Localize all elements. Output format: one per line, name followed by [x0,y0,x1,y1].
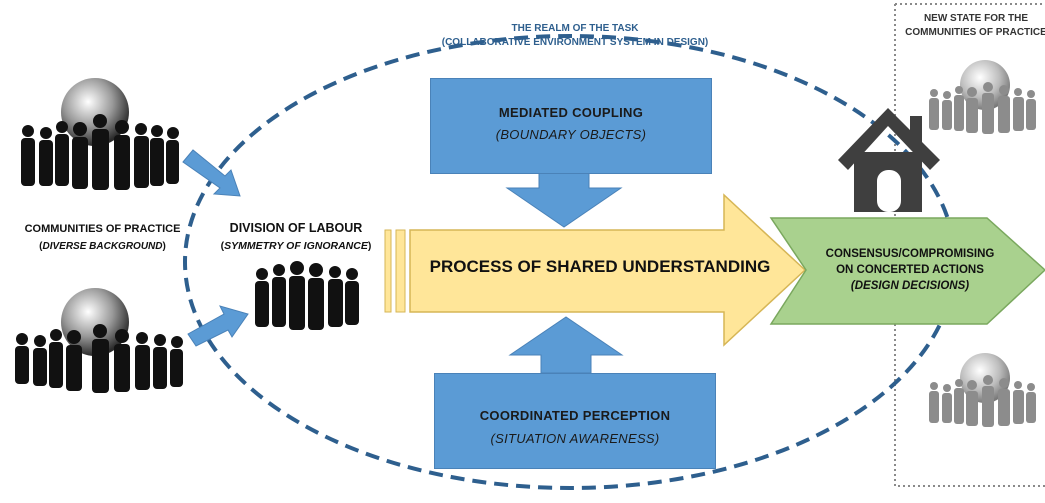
mediated-coupling-title: MEDIATED COUPLING [498,105,644,120]
people-group-icon [21,78,179,190]
people-group-icon [255,261,359,330]
realm-title-line1: THE REALM OF THE TASK [511,23,639,34]
coordinated-perception-box: COORDINATED PERCEPTION (SITUATION AWAREN… [434,373,716,469]
arrow-icon [182,149,241,197]
communities-title: COMMUNITIES OF PRACTICE [24,223,181,235]
situation-awareness-label: SITUATION AWARENESS [495,431,655,446]
mediated-coupling-box: MEDIATED COUPLING (BOUNDARY OBJECTS) [430,78,712,174]
paren-close: ) [654,431,660,446]
paren-close: ) [641,127,647,142]
new-state-line1: NEW STATE FOR THE [923,13,1029,24]
arrow-icon [505,171,623,228]
realm-title: THE REALM OF THE TASK (COLLABORATIVE ENV… [380,22,770,50]
realm-title-line2: (COLLABORATIVE ENVIRONMENT SYSTEM IN DES… [441,37,709,48]
consensus-arrow [769,217,1045,325]
people-group-icon [15,288,183,393]
arrow-icon [187,305,249,347]
coordinated-perception-title: COORDINATED PERCEPTION [479,408,671,423]
paren-open: ( [39,241,43,252]
consensus-line2: ON CONCERTED ACTIONS [836,264,984,276]
consensus-line3: (DESIGN DECISIONS) [850,280,970,292]
paren-close: ) [367,240,372,252]
diverse-background-label: DIVERSE BACKGROUND [42,241,163,252]
symmetry-of-ignorance-label: SYMMETRY OF IGNORANCE [224,240,368,252]
division-title: DIVISION OF LABOUR [229,221,363,235]
paren-open: ( [220,240,225,252]
people-group-icon [929,60,1036,134]
division-label: DIVISION OF LABOUR (SYMMETRY OF IGNORANC… [212,219,380,255]
paren-close: ) [162,241,166,252]
consensus-label: CONSENSUS/COMPROMISING ON CONCERTED ACTI… [790,246,1030,294]
process-label: PROCESS OF SHARED UNDERSTANDING [429,257,771,276]
process-arrow [409,193,807,347]
new-state-line2: COMMUNITIES OF PRACTICE [905,27,1045,38]
arrow-icon [508,316,624,374]
house-icon [838,108,940,212]
paren-open: ( [495,127,501,142]
new-state-title: NEW STATE FOR THE COMMUNITIES OF PRACTIC… [896,12,1045,40]
consensus-line1: CONSENSUS/COMPROMISING [825,248,995,260]
paren-open: ( [490,431,496,446]
boundary-objects-label: BOUNDARY OBJECTS [500,127,642,142]
people-group-icon [929,353,1036,427]
communities-label: COMMUNITIES OF PRACTICE (DIVERSE BACKGRO… [0,221,205,255]
